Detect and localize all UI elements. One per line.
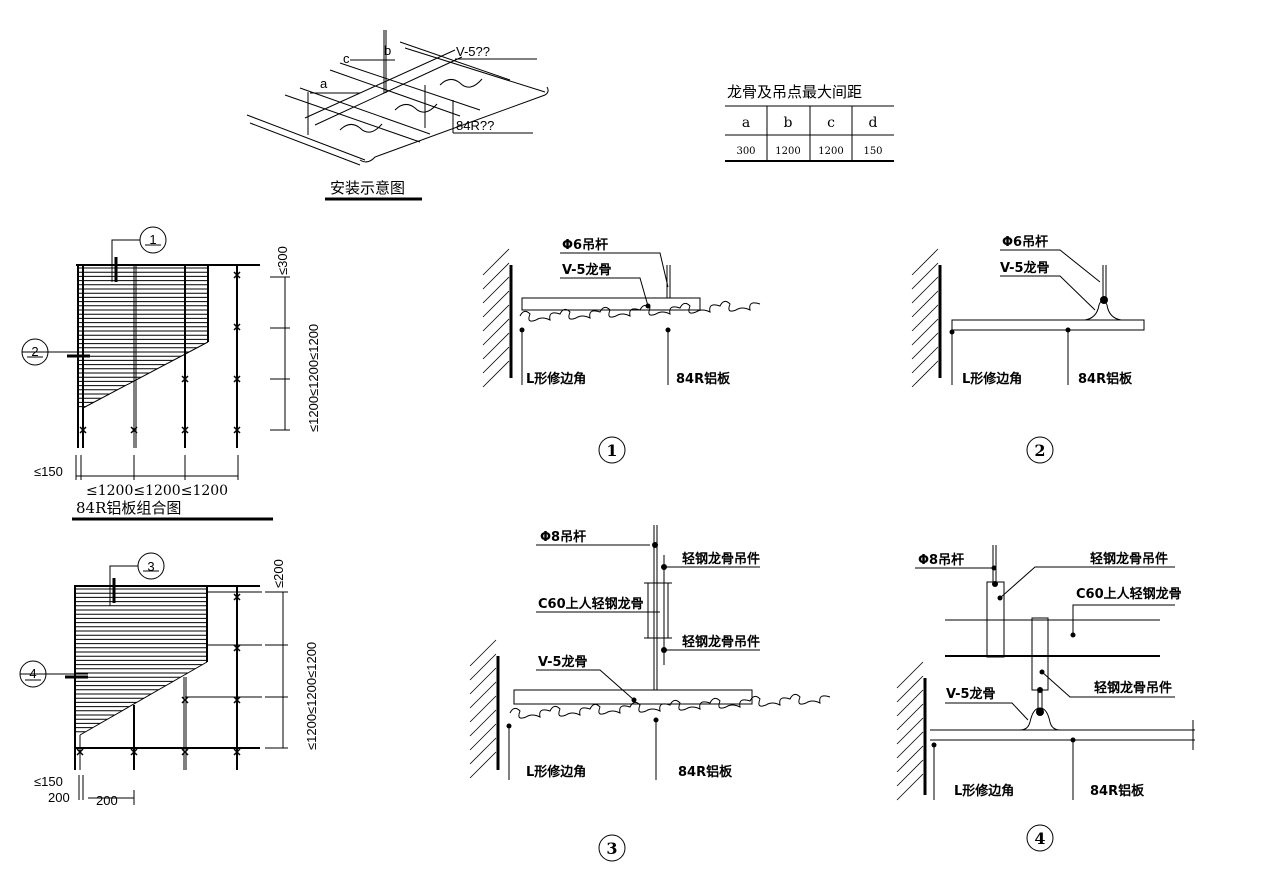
- installation-diagram: V-5?? 84R?? c b a 安装示意图: [246, 30, 549, 201]
- callout-3: 3: [147, 559, 154, 574]
- edge-label: L形修边角: [526, 371, 586, 387]
- rod-label: Φ8吊杆: [918, 552, 964, 568]
- edge-label: L形修边角: [962, 371, 1022, 387]
- hanger-label: 轻钢龙骨吊件: [1094, 680, 1172, 696]
- dim-bottom: ≤150: [34, 774, 63, 789]
- table-cell: 1200: [775, 146, 800, 157]
- edge-label: L形修边角: [954, 783, 1014, 799]
- keel-label: V-5龙骨: [1000, 260, 1050, 276]
- dim-top: ≤300: [275, 246, 290, 275]
- hanger-point-mark: [233, 593, 241, 601]
- keel-label: V-5龙骨: [538, 654, 588, 670]
- c60-label: C60上人轻钢龙骨: [1076, 586, 1182, 602]
- wall-hatch: [482, 248, 510, 388]
- keel-label: V-5龙骨: [562, 262, 612, 278]
- label-a: a: [320, 76, 328, 91]
- detail-3: Φ8吊杆 轻钢龙骨吊件 C60上人轻钢龙骨 轻钢龙骨吊件 V-5龙骨 L形修边角…: [469, 525, 831, 862]
- label-b: b: [384, 43, 391, 58]
- hanger-label: 轻钢龙骨吊件: [1090, 551, 1168, 567]
- hanger-point-mark: [233, 426, 241, 434]
- detail-4: Φ8吊杆 轻钢龙骨吊件 C60上人轻钢龙骨 轻钢龙骨吊件 V-5龙骨 L形修边角…: [896, 545, 1195, 852]
- spacing-table: 龙骨及吊点最大间距 a b c d 300 1200 1200 150: [725, 83, 894, 162]
- hanger-point-mark: [76, 748, 84, 756]
- plan-caption: 84R铝板组合图: [76, 499, 181, 517]
- label-84r: 84R??: [456, 118, 494, 133]
- hanger-label: 轻钢龙骨吊件: [682, 551, 760, 567]
- hanger-point-mark: [233, 271, 241, 279]
- panel-profile: [519, 300, 761, 322]
- panel-label: 84R铝板: [676, 371, 731, 387]
- table-header: c: [827, 115, 835, 131]
- dim-right: ≤1200≤1200≤1200: [306, 324, 321, 432]
- hanger-point-mark: [130, 426, 138, 434]
- c60-label: C60上人轻钢龙骨: [538, 596, 644, 612]
- hanger-point-mark: [233, 748, 241, 756]
- plan-caption-dims: ≤1200≤1200≤1200: [86, 483, 228, 499]
- wall-hatch: [896, 661, 924, 801]
- hanger-point-mark: [181, 696, 189, 704]
- keel-label: V-5龙骨: [946, 686, 996, 702]
- callout-1: 1: [149, 232, 156, 247]
- label-c: c: [343, 51, 350, 66]
- hanger-point-mark: [233, 696, 241, 704]
- panel-profile: [509, 693, 831, 719]
- rod-label: Φ8吊杆: [540, 529, 586, 545]
- table-header: d: [869, 115, 878, 131]
- table-cell: 300: [736, 146, 755, 157]
- hanger-point-mark: [233, 375, 241, 383]
- rod-label: Φ6吊杆: [1002, 234, 1048, 250]
- panel-label: 84R铝板: [1078, 371, 1133, 387]
- dim-bottom-2: 200: [48, 790, 70, 805]
- plan-2: 3 4 ≤200 ≤1200≤1200≤1200 ≤150 200 200: [19, 552, 319, 808]
- detail-2: Φ6吊杆 V-5龙骨 L形修边角 84R铝板 2: [911, 234, 1145, 464]
- install-title: 安装示意图: [330, 179, 405, 197]
- hanger-point-mark: [130, 748, 138, 756]
- hanger-point-mark: [79, 426, 87, 434]
- panel-label: 84R铝板: [1090, 783, 1145, 799]
- hanger-point-mark: [181, 748, 189, 756]
- callout-2: 2: [31, 344, 38, 359]
- hanger-point-mark: [181, 426, 189, 434]
- detail-number: 4: [1034, 829, 1045, 848]
- dim-right: ≤1200≤1200≤1200: [304, 642, 319, 750]
- hanger-point-mark: [181, 375, 189, 383]
- wall-hatch: [469, 639, 497, 779]
- dim-bottom: ≤150: [34, 464, 63, 479]
- table-header: b: [784, 115, 793, 131]
- wall-hatch: [911, 248, 939, 388]
- edge-label: L形修边角: [526, 764, 586, 780]
- panel-label: 84R铝板: [678, 764, 733, 780]
- table-cell: 150: [863, 146, 882, 157]
- detail-number: 1: [606, 441, 617, 460]
- detail-number: 2: [1034, 441, 1045, 460]
- table-header: a: [742, 115, 750, 131]
- rod-label: Φ6吊杆: [562, 237, 608, 253]
- detail-1: Φ6吊杆 V-5龙骨 L形修边角 84R铝板 1: [482, 237, 761, 464]
- callout-4: 4: [29, 666, 36, 681]
- detail-number: 3: [606, 839, 617, 858]
- hanger-point-mark: [233, 644, 241, 652]
- dim-top: ≤200: [271, 559, 286, 588]
- table-cell: 1200: [818, 146, 843, 157]
- hanger-label: 轻钢龙骨吊件: [682, 634, 760, 650]
- plan-1: 1 2 ≤300 ≤1200≤1200≤1200 ≤150 ≤1200≤1200…: [21, 226, 321, 521]
- hanger-point-mark: [233, 323, 241, 331]
- table-title: 龙骨及吊点最大间距: [727, 83, 862, 101]
- label-v5: V-5??: [456, 44, 490, 59]
- dim-bottom-3: 200: [96, 793, 118, 808]
